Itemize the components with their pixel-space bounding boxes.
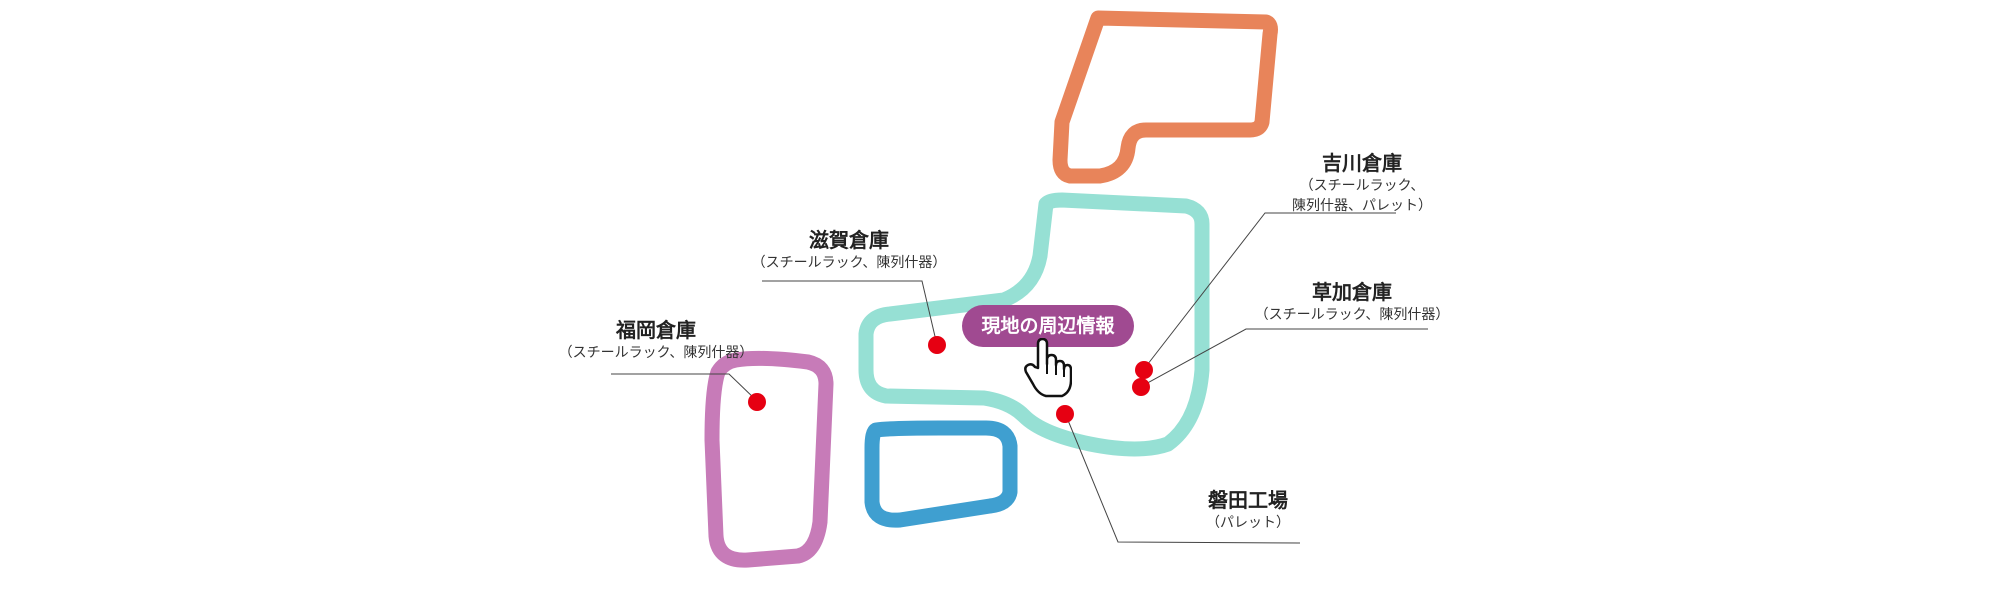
location-fukuoka-label[interactable]: 福岡倉庫 （スチールラック、陳列什器） (556, 317, 756, 363)
location-shiga-detail: （スチールラック、陳列什器） (751, 255, 947, 271)
location-pin-shiga[interactable] (928, 336, 946, 354)
location-iwata-label[interactable]: 磐田工場 （パレット） (1148, 487, 1348, 533)
location-pin-fukuoka[interactable] (748, 393, 766, 411)
hand-pointer-icon (1024, 338, 1072, 398)
location-shiga-name: 滋賀倉庫 (809, 228, 889, 252)
location-fukuoka-name: 福岡倉庫 (616, 318, 696, 342)
location-pin-iwata[interactable] (1056, 405, 1074, 423)
location-iwata-detail: （パレット） (1206, 515, 1290, 531)
location-yoshikawa-detail-line1: （スチールラック、 (1299, 178, 1425, 194)
location-yoshikawa-detail-line2: 陳列什器、パレット） (1292, 198, 1432, 214)
location-fukuoka-detail: （スチールラック、陳列什器） (558, 345, 754, 361)
leader-line-iwata (1064, 412, 1301, 544)
location-pin-soka[interactable] (1132, 378, 1150, 396)
location-soka-detail: （スチールラック、陳列什器） (1254, 307, 1450, 323)
leader-line-yoshikawa (1143, 212, 1396, 370)
location-iwata-name: 磐田工場 (1208, 488, 1288, 512)
region-kyushu (704, 350, 834, 568)
location-soka-label[interactable]: 草加倉庫 （スチールラック、陳列什器） (1252, 279, 1452, 325)
location-pin-yoshikawa[interactable] (1135, 361, 1153, 379)
leader-line-fukuoka (611, 373, 758, 402)
leader-line-shiga (762, 280, 938, 346)
region-hokkaido (1052, 10, 1278, 184)
location-yoshikawa-name: 吉川倉庫 (1322, 151, 1402, 175)
location-soka-name: 草加倉庫 (1312, 280, 1392, 304)
region-honshu (858, 192, 1210, 457)
local-info-button[interactable]: 現地の周辺情報 (962, 305, 1134, 347)
leader-line-soka (1141, 328, 1428, 387)
location-yoshikawa-label[interactable]: 吉川倉庫 （スチールラック、 陳列什器、パレット） (1262, 150, 1462, 216)
location-shiga-label[interactable]: 滋賀倉庫 （スチールラック、陳列什器） (749, 227, 949, 273)
region-shikoku (864, 420, 1018, 528)
